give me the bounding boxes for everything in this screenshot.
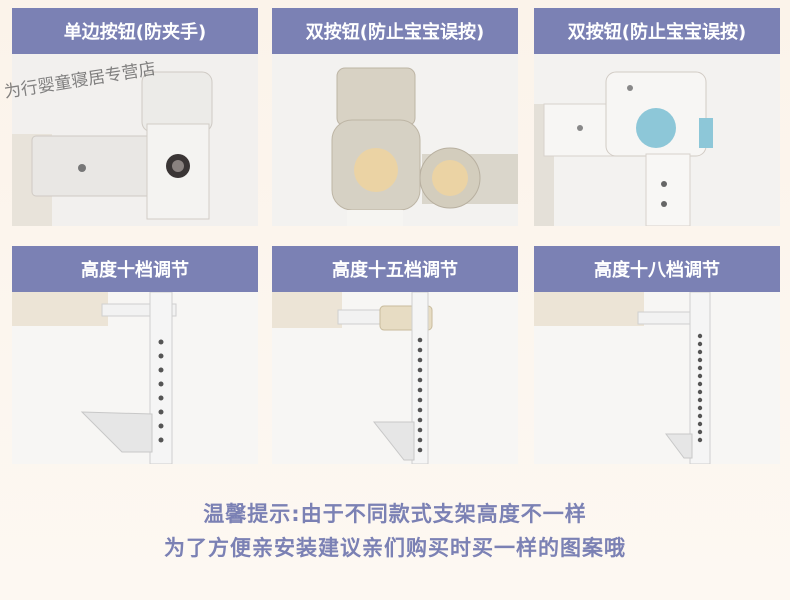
tip-line-1: 温馨提示:由于不同款式支架高度不一样 (203, 502, 587, 526)
photo-eighteen-level-bracket (534, 292, 780, 464)
card-single-button: 单边按钮(防夹手) (12, 8, 258, 226)
photo-single-button-joint (12, 54, 258, 226)
photo-ten-level-bracket (12, 292, 258, 464)
card-label: 高度十五档调节 (272, 246, 518, 292)
card-label: 双按钮(防止宝宝误按) (272, 8, 518, 54)
card-eighteen-levels: 高度十八档调节 (534, 246, 780, 464)
photo-double-button-joint-a (272, 54, 518, 226)
card-fifteen-levels: 高度十五档调节 (272, 246, 518, 464)
card-label: 高度十档调节 (12, 246, 258, 292)
card-label: 单边按钮(防夹手) (12, 8, 258, 54)
photo-fifteen-level-bracket (272, 292, 518, 464)
tip-line-2: 为了方便亲安装建议亲们购买时买一样的图案哦 (164, 536, 626, 560)
bracket-holes (697, 333, 703, 443)
bracket-holes (158, 339, 164, 443)
card-label: 双按钮(防止宝宝误按) (534, 8, 780, 54)
bracket-holes (417, 337, 423, 453)
card-ten-levels: 高度十档调节 (12, 246, 258, 464)
card-double-button-a: 双按钮(防止宝宝误按) (272, 8, 518, 226)
photo-double-button-joint-b (534, 54, 780, 226)
card-double-button-b: 双按钮(防止宝宝误按) (534, 8, 780, 226)
card-label: 高度十八档调节 (534, 246, 780, 292)
